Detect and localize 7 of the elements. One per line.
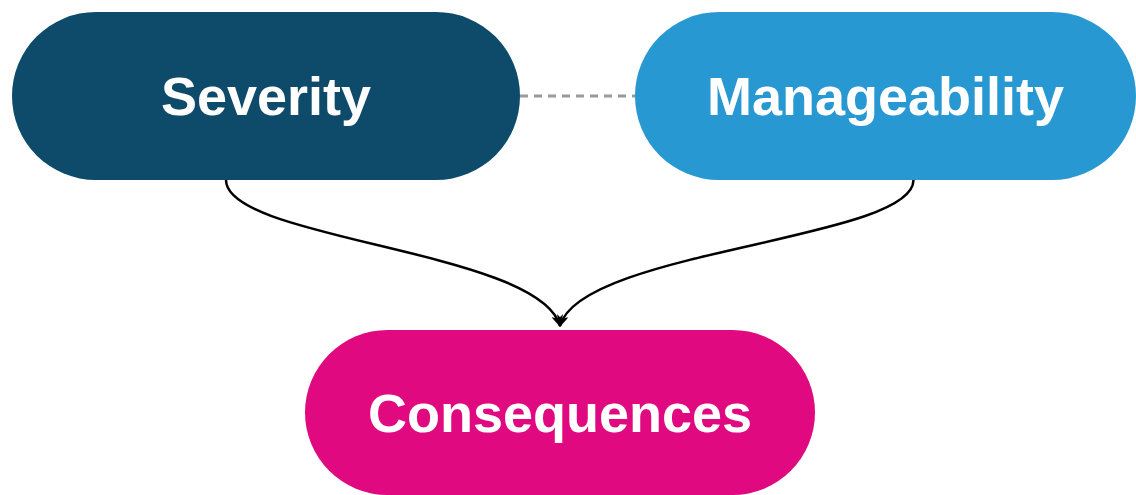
node-label: Consequences	[367, 381, 753, 444]
node-label: Manageability	[706, 65, 1065, 127]
rounded-box	[635, 12, 1136, 180]
node-label: Severity	[160, 65, 372, 127]
arrow	[224, 179, 562, 327]
dashed-line	[520, 94, 635, 98]
arrow	[558, 179, 915, 327]
